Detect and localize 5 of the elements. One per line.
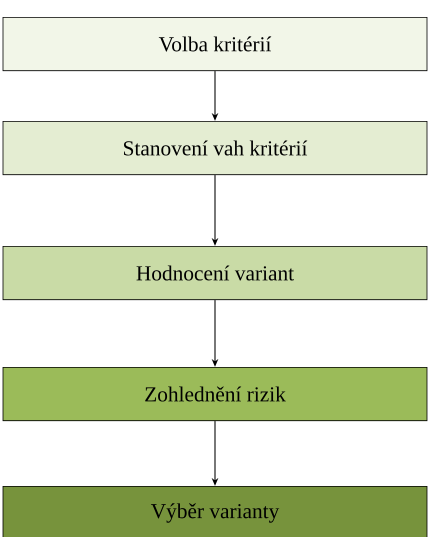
process-box: Výběr varianty [2,486,428,537]
process-box: Stanovení vah kritérií [2,120,428,176]
process-box: Hodnocení variant [2,246,428,300]
process-box: Zohlednění rizik [2,366,428,422]
process-box: Volba kritérií [2,16,428,72]
